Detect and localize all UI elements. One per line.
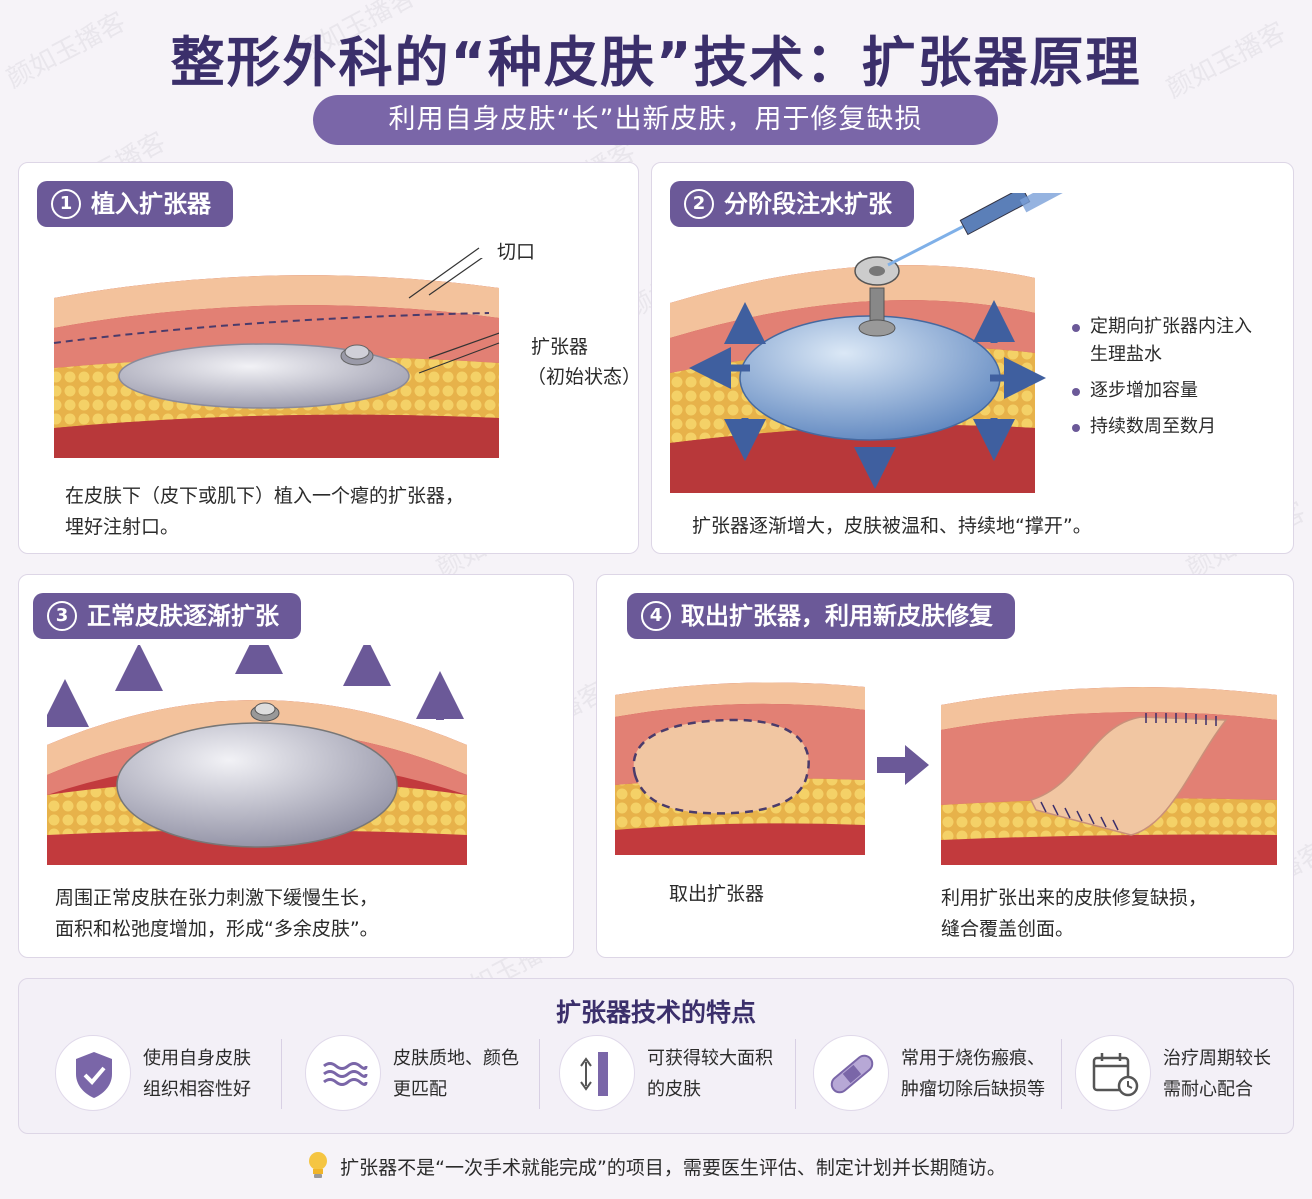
- step-4-right-caption: 利用扩张出来的皮肤修复缺损， 缝合覆盖创面。: [941, 883, 1207, 945]
- step-2-caption: 扩张器逐渐增大，皮肤被温和、持续地“撑开”。: [692, 515, 1092, 537]
- bullet-item: 定期向扩张器内注入 生理盐水: [1072, 313, 1282, 369]
- step-title: 分阶段注水扩张: [724, 190, 892, 218]
- step-title: 正常皮肤逐渐扩张: [87, 602, 279, 630]
- step-2-tag: 2 分阶段注水扩张: [670, 181, 914, 227]
- step-1-caption: 在皮肤下（皮下或肌下）植入一个瘪的扩张器， 埋好注射口。: [65, 481, 464, 543]
- bullet-item: 持续数周至数月: [1072, 413, 1282, 441]
- step-number: 2: [684, 189, 714, 219]
- expansion-illustration: [47, 645, 467, 865]
- divider: [1061, 1039, 1062, 1109]
- caption-line: 面积和松弛度增加，形成“多余皮肤”。: [55, 918, 379, 940]
- step-number: 1: [51, 189, 81, 219]
- waves-icon: [305, 1035, 381, 1111]
- step-3-tag: 3 正常皮肤逐渐扩张: [33, 593, 301, 639]
- injection-illustration: [670, 193, 1070, 493]
- step-number: 4: [641, 601, 671, 631]
- shield-check-icon: [55, 1035, 131, 1111]
- step-2-panel: 2 分阶段注水扩张: [651, 162, 1294, 554]
- expander-label: 扩张器: [531, 336, 589, 358]
- divider: [281, 1039, 282, 1109]
- step-1-panel: 1 植入扩张器 切口 扩张器 （初始状态） 在皮肤下（皮下或肌下）植入一个瘪的扩张…: [18, 162, 639, 554]
- removal-illustration: [615, 682, 865, 855]
- step-4-panel: 4 取出扩张器，利用新皮肤修复: [596, 574, 1294, 958]
- step-title: 植入扩张器: [91, 190, 211, 218]
- feature-text: 常用于烧伤瘢痕、 肿瘤切除后缺损等: [901, 1048, 1045, 1100]
- caption-line: 在皮肤下（皮下或肌下）植入一个瘪的扩张器，: [65, 485, 465, 507]
- feature-text: 使用自身皮肤 组织相容性好: [143, 1048, 251, 1100]
- caption-line: 缝合覆盖创面。: [941, 918, 1075, 940]
- step-number: 3: [47, 601, 77, 631]
- features-title: 扩张器技术的特点: [555, 998, 756, 1027]
- arrow-right-icon: [877, 745, 929, 785]
- step-4-tag: 4 取出扩张器，利用新皮肤修复: [627, 593, 1015, 639]
- divider: [539, 1039, 540, 1109]
- subtitle-pill: 利用自身皮肤“长”出新皮肤，用于修复缺损: [313, 95, 998, 145]
- tip-text: 扩张器不是“一次手术就能完成”的项目，需要医生评估、制定计划并长期随访。: [340, 1157, 1006, 1179]
- tip-line: 扩张器不是“一次手术就能完成”的项目，需要医生评估、制定计划并长期随访。: [0, 1150, 1312, 1185]
- feature-text: 皮肤质地、颜色 更匹配: [393, 1048, 519, 1100]
- caption-line: 埋好注射口。: [65, 516, 180, 538]
- divider: [795, 1039, 796, 1109]
- bandage-icon: [813, 1035, 889, 1111]
- step-3-caption: 周围正常皮肤在张力刺激下缓慢生长， 面积和松弛度增加，形成“多余皮肤”。: [55, 883, 379, 945]
- feature-text: 治疗周期较长 需耐心配合: [1163, 1048, 1271, 1100]
- feature-text: 可获得较大面积 的皮肤: [647, 1048, 773, 1100]
- incision-label: 切口: [497, 241, 536, 263]
- expand-arrows-icon: [559, 1035, 635, 1111]
- step-1-tag: 1 植入扩张器: [37, 181, 233, 227]
- leader-lines: [408, 247, 500, 374]
- lightbulb-icon: [306, 1150, 330, 1185]
- calendar-clock-icon: [1075, 1035, 1151, 1111]
- caption-line: 利用扩张出来的皮肤修复缺损，: [941, 887, 1208, 909]
- repair-illustration: [941, 687, 1277, 865]
- bullet-item: 逐步增加容量: [1072, 377, 1282, 405]
- step-2-bullets: 定期向扩张器内注入 生理盐水 逐步增加容量 持续数周至数月: [1072, 313, 1282, 449]
- step-title: 取出扩张器，利用新皮肤修复: [681, 602, 993, 630]
- expander-state-label: （初始状态）: [527, 366, 639, 388]
- implant-illustration: [53, 258, 499, 458]
- features-panel: 扩张器技术的特点 使用自身皮肤 组织相容性好 皮肤质地、颜色 更匹配: [18, 978, 1294, 1134]
- caption-line: 周围正常皮肤在张力刺激下缓慢生长，: [55, 887, 379, 909]
- step-4-left-caption: 取出扩张器: [669, 883, 765, 905]
- page-title: 整形外科的“种皮肤”技术：扩张器原理: [170, 31, 1142, 94]
